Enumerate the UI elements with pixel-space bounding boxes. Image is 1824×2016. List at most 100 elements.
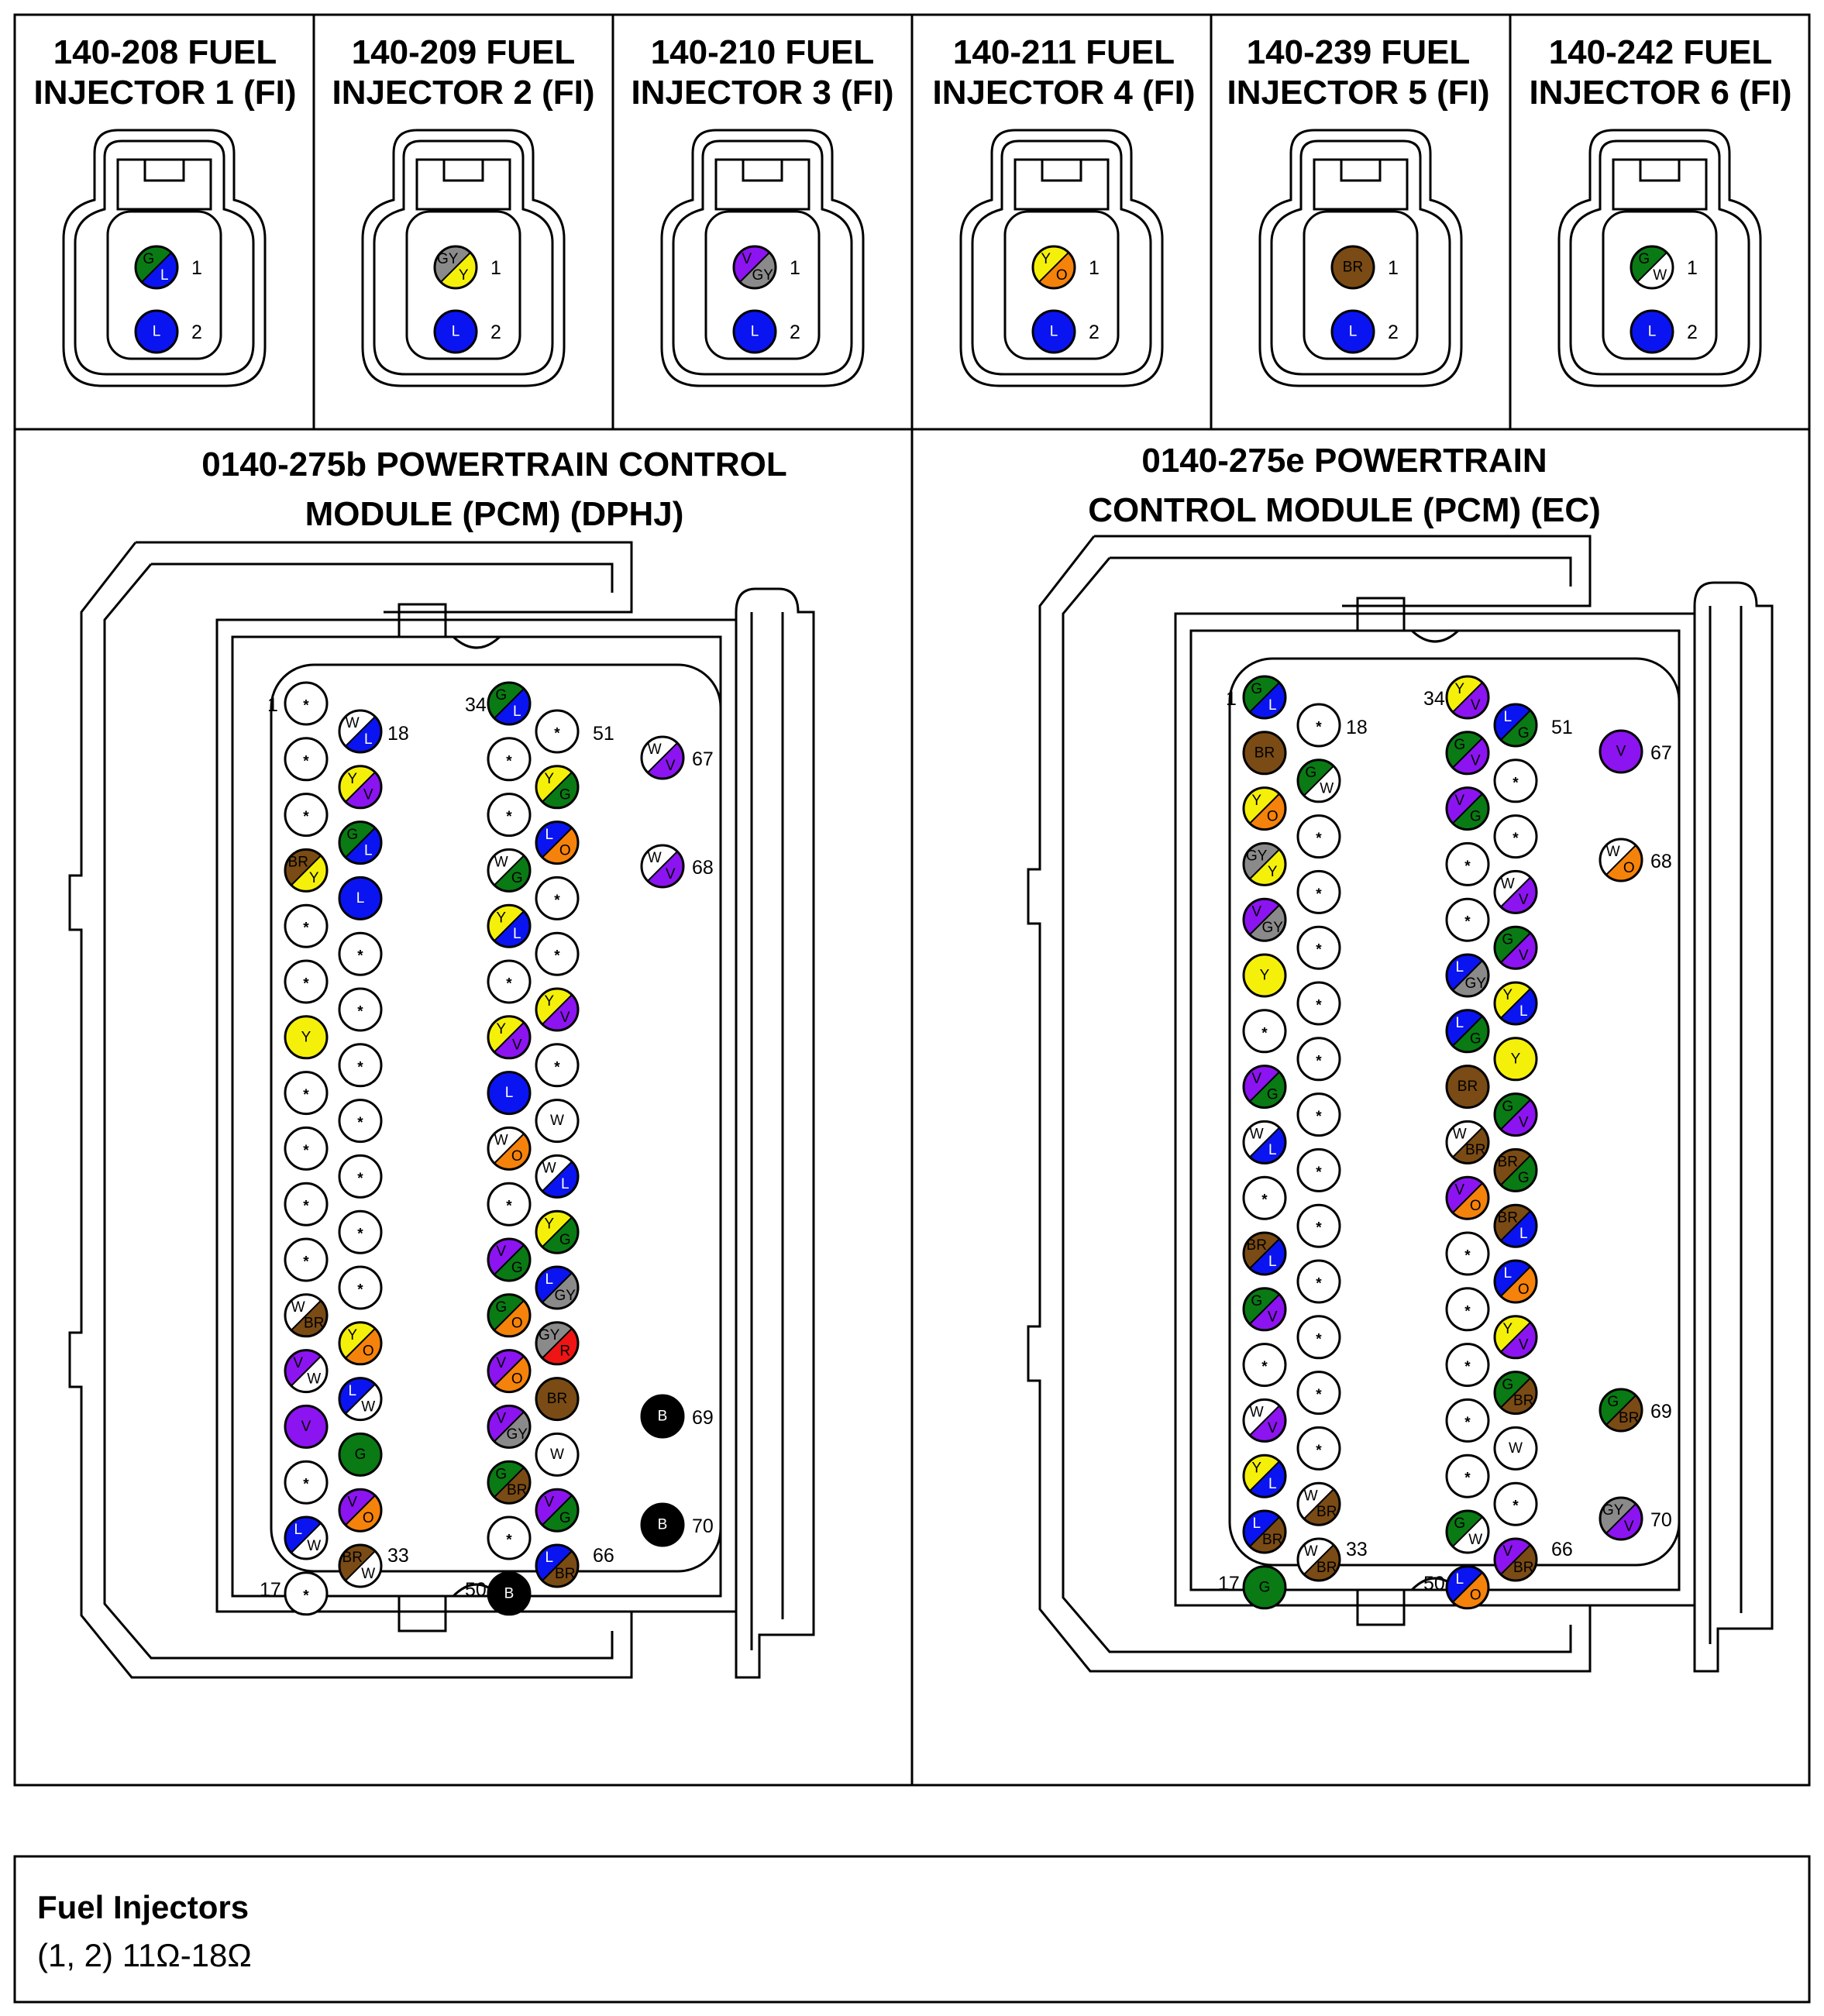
unused-pin-marker: * [1464, 1248, 1471, 1264]
wire-color-label: BR [1457, 1079, 1478, 1095]
pcm-e-housing [1027, 535, 1774, 1673]
pcm-pin-23: * [1296, 981, 1341, 1026]
pcm-pin-13: * [1242, 1343, 1287, 1388]
pcm-pin-36: VG [1445, 786, 1490, 831]
wire-color-label: V [496, 1355, 506, 1371]
pcm-b-title-line2: MODULE (PCM) (DPHJ) [305, 495, 684, 533]
wire-stripe-label: V [666, 866, 676, 882]
legend-box [13, 1855, 1811, 2004]
wire-color-label: BR [1498, 1209, 1518, 1226]
unused-pin-marker: * [303, 809, 309, 825]
wire-color-label: L [356, 890, 365, 907]
wire-color-label: GY [539, 1327, 560, 1343]
pcm-pin-17: * [284, 1571, 329, 1616]
unused-pin-marker: * [1316, 1387, 1322, 1403]
pcm-pin-10: * [1242, 1175, 1287, 1220]
unused-pin-marker: * [1513, 775, 1519, 791]
pcm-pin-67: V [1599, 729, 1643, 774]
pcm-pin-number-51: 51 [593, 723, 614, 745]
pcm-pin-66: VBR [1493, 1537, 1538, 1582]
pcm-pin-40: YV [487, 1015, 532, 1060]
wire-color-label: Y [496, 910, 506, 926]
unused-pin-marker: * [1464, 1303, 1471, 1319]
wire-color-label: G [1251, 681, 1262, 697]
wire-color-label: BR [1247, 1237, 1267, 1254]
pcm-pin-18: WL [338, 709, 383, 754]
pcm-pin-70: B [640, 1502, 685, 1547]
unused-pin-marker: * [303, 1143, 309, 1159]
pcm-pin-1: * [284, 681, 329, 726]
pcm-pin-number-66: 66 [593, 1545, 614, 1567]
wire-stripe-label: L [364, 842, 373, 858]
wire-stripe-label: V [1624, 1519, 1634, 1535]
wire-color-label: Y [1260, 968, 1270, 984]
unused-pin-marker: * [1316, 720, 1322, 736]
pcm-pin-59: BRG [1493, 1147, 1538, 1192]
wire-color-label: W [550, 1113, 564, 1129]
pcm-pin-16: LBR [1242, 1509, 1287, 1554]
pcm-pin-39: LGY [1445, 953, 1490, 998]
wire-stripe-label: V [1471, 753, 1481, 769]
pcm-b-title-line1: 0140-275b POWERTRAIN CONTROL [201, 446, 786, 483]
unused-pin-marker: * [303, 1254, 309, 1271]
injector-pin-number: 2 [1089, 322, 1100, 343]
injector-6-title: 140-242 FUEL INJECTOR 6 (FI) [1529, 33, 1791, 112]
pcm-pin-3: YO [1242, 786, 1287, 831]
pcm-pin-number-1: 1 [267, 694, 278, 716]
legend-title: Fuel Injectors [37, 1889, 249, 1925]
pcm-pin-68: WO [1599, 838, 1643, 882]
unused-pin-marker: * [1464, 1359, 1471, 1375]
unused-pin-marker: * [506, 809, 512, 825]
wire-color-label: L [545, 1271, 553, 1288]
unused-pin-marker: * [554, 726, 560, 742]
pcm-pin-53: * [1493, 814, 1538, 859]
pcm-pin-62: YV [1493, 1315, 1538, 1360]
wire-color-label: G [1502, 931, 1513, 948]
wire-color-label: G [1607, 1394, 1619, 1410]
pcm-pin-48: * [1445, 1454, 1490, 1498]
pcm-pin-60: YG [535, 1209, 580, 1254]
wire-color-label: L [1455, 959, 1464, 975]
pcm-pin-4: BRY [284, 848, 329, 893]
pcm-pin-58: GV [1493, 1092, 1538, 1137]
wire-color-label: BR [342, 1550, 363, 1566]
wire-color-label: V [347, 1494, 357, 1510]
wire-color-label: BR [547, 1391, 567, 1407]
pcm-pin-51: LG [1493, 703, 1538, 748]
injector-pin-number: 2 [1687, 322, 1698, 343]
pcm-pin-34: GL [487, 681, 532, 726]
wire-stripe-label: O [363, 1510, 374, 1526]
injector-pin-number: 2 [191, 322, 202, 343]
wire-color-label: B [504, 1585, 515, 1601]
pcm-pin-28: * [1296, 1259, 1341, 1304]
wire-color-label: W [1304, 1488, 1318, 1504]
injector-6-pin-1-wire: GW [1630, 245, 1674, 290]
injector-2-pin-2-wire: L [433, 309, 478, 354]
unused-pin-marker: * [303, 1588, 309, 1604]
wire-color-label: W [648, 741, 662, 758]
pcm-pin-57: Y [1493, 1037, 1538, 1082]
unused-pin-marker: * [506, 976, 512, 993]
unused-pin-marker: * [554, 948, 560, 965]
pcm-pin-37: WG [487, 848, 532, 893]
pcm-pin-65: * [1493, 1481, 1538, 1526]
injector-5-title-line1: 140-239 FUEL [1247, 33, 1471, 71]
pcm-pin-4: GYY [1242, 841, 1287, 886]
wire-stripe-label: V [1471, 697, 1481, 714]
wire-color-label: V [544, 1494, 554, 1510]
wire-color-label: L [751, 324, 759, 340]
wire-color-label: V [496, 1244, 506, 1260]
wire-stripe-label: G [559, 1232, 571, 1248]
injector-6-title-line2: INJECTOR 6 (FI) [1529, 74, 1791, 112]
wire-color-label: G [355, 1447, 367, 1463]
wire-stripe-label: V [1519, 1337, 1529, 1354]
pcm-pin-6: Y [1242, 953, 1287, 998]
wire-stripe-label: G [511, 1260, 523, 1276]
wire-stripe-label: O [511, 1371, 523, 1387]
injector-5-title-line2: INJECTOR 5 (FI) [1227, 74, 1489, 112]
wire-stripe-label: V [1519, 948, 1529, 964]
pcm-e-title-line1: 0140-275e POWERTRAIN [1141, 442, 1547, 480]
pcm-pin-number-34: 34 [1423, 688, 1445, 710]
pcm-pin-3: * [284, 793, 329, 838]
injector-1-title-line2: INJECTOR 1 (FI) [33, 74, 296, 112]
